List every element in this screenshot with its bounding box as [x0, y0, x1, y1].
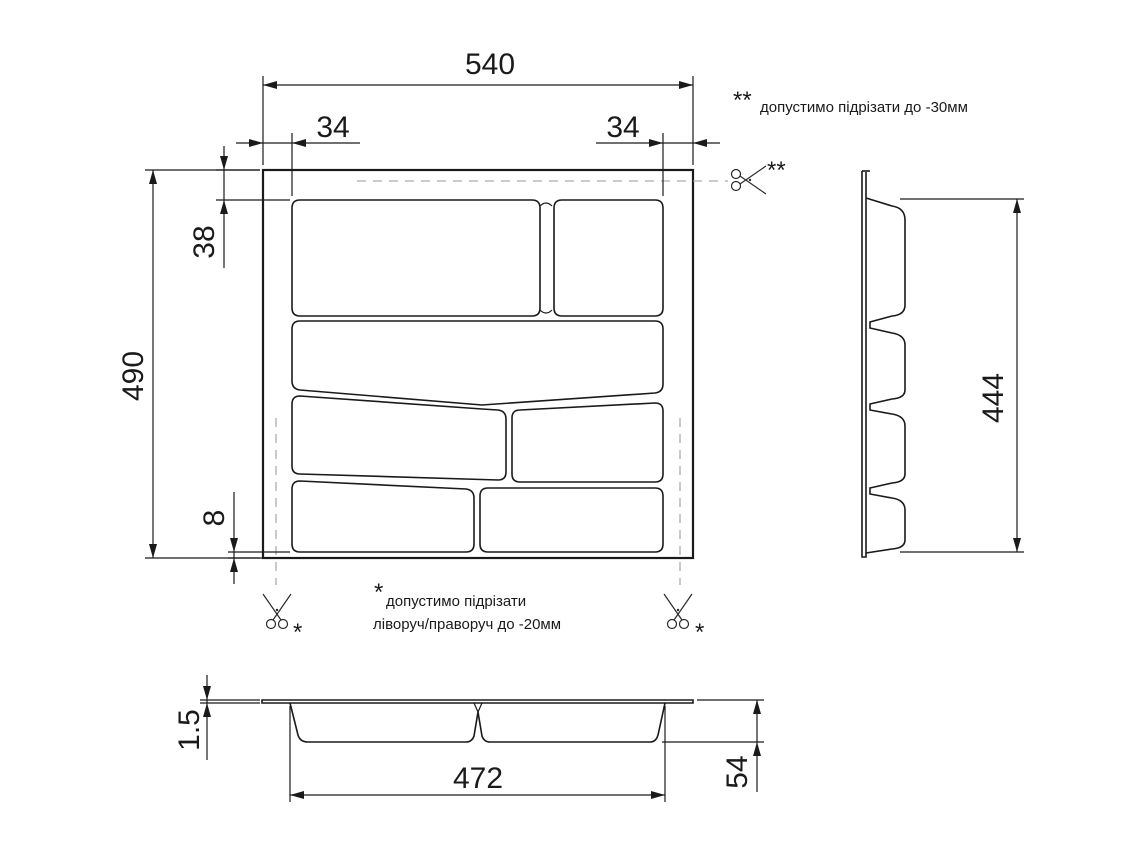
bottom-note-line1: допустимо підрізати: [386, 593, 526, 610]
bottom-note-marker: *: [374, 579, 383, 606]
front-view: [261, 699, 694, 743]
compartment-6: [291, 480, 475, 553]
scissors-icon: [730, 165, 767, 195]
dim-top-margin: 38: [188, 146, 290, 268]
top-view: [261, 168, 728, 585]
compartment-2: [553, 199, 664, 317]
dim-38-label: 38: [188, 225, 221, 258]
compartments: [291, 199, 664, 553]
compartment-1: [291, 199, 541, 317]
bottom-note-line2: ліворуч/праворуч до -20мм: [373, 616, 561, 633]
dim-34-left-label: 34: [316, 111, 349, 144]
dim-height: 54: [662, 699, 764, 792]
scissor-right-marker: *: [695, 619, 704, 646]
scissors-icon: [663, 593, 693, 630]
top-note-marker: **: [733, 87, 752, 114]
dim-472-label: 472: [453, 762, 503, 795]
side-view: [861, 170, 906, 558]
top-note-text: допустимо підрізати до -30мм: [760, 99, 968, 116]
scissor-left-marker: *: [293, 619, 302, 646]
dim-54-label: 54: [721, 755, 754, 788]
dim-overall-width: 540: [262, 48, 694, 165]
dim-left-margin: 34: [236, 111, 360, 196]
dim-bottom-width: 472: [289, 706, 666, 802]
dim-1-5-label: 1.5: [173, 709, 206, 751]
compartment-3: [291, 320, 664, 406]
dim-8-label: 8: [198, 510, 231, 527]
dim-overall-depth: 490: [117, 169, 260, 559]
dim-side-depth: 444: [900, 198, 1024, 553]
dim-540-label: 540: [465, 48, 515, 81]
scissor-top-marker: **: [767, 157, 786, 184]
dim-444-label: 444: [977, 373, 1010, 423]
compartment-4: [291, 395, 507, 481]
compartment-7: [479, 487, 664, 553]
dim-34-right-label: 34: [606, 111, 639, 144]
dim-490-label: 490: [117, 351, 150, 401]
dim-bottom-margin: 8: [198, 492, 290, 584]
scissors-icon: [262, 593, 292, 630]
dim-rim-thickness: 1.5: [173, 675, 260, 760]
dim-right-margin: 34: [596, 111, 720, 196]
compartment-5: [511, 402, 664, 483]
